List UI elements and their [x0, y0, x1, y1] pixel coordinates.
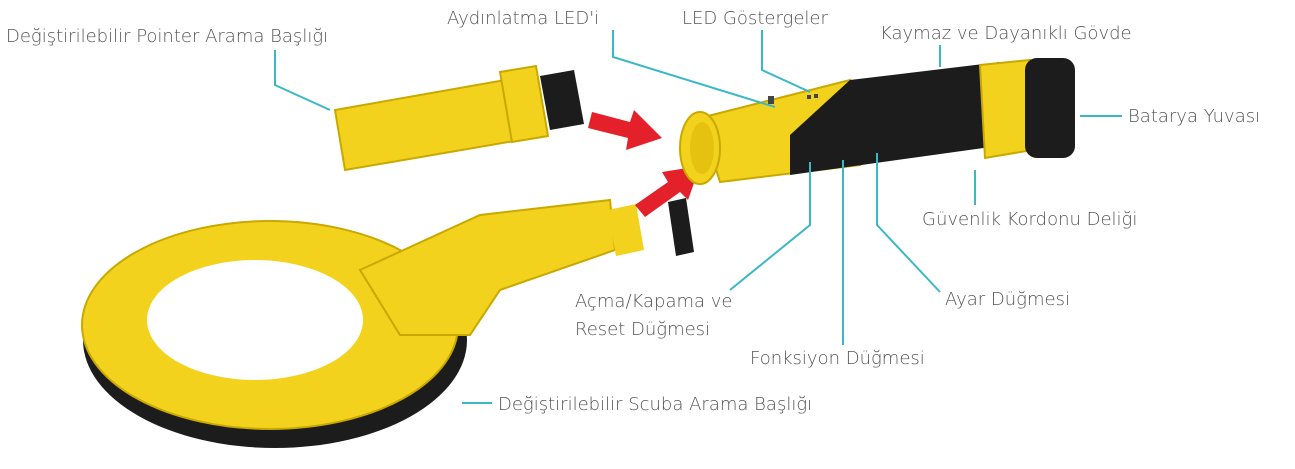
pinpointer-body [679, 58, 1075, 185]
label-lanyard: Güvenlik Kordonu Deliği [922, 209, 1137, 230]
label-battery: Batarya Yuvası [1128, 106, 1260, 127]
leader-pointer-head [274, 50, 331, 111]
label-power-line1: Açma/Kapama ve [575, 291, 733, 312]
label-led-indicators: LED Göstergeler [682, 8, 828, 29]
leader-power [729, 162, 811, 291]
insert-arrow-icon [588, 110, 700, 217]
label-power-line2: Reset Düğmesi [575, 319, 710, 340]
scuba-search-head [81, 198, 694, 448]
leader-settings [876, 153, 941, 293]
label-function-button: Fonksiyon Düğmesi [750, 348, 925, 369]
label-pointer-head: Değiştirilebilir Pointer Arama Başlığı [6, 26, 328, 47]
label-settings-button: Ayar Düğmesi [945, 289, 1070, 310]
leader-led-indicators [761, 30, 811, 93]
label-scuba-head: Değiştirilebilir Scuba Arama Başlığı [498, 394, 812, 415]
label-illumination-led: Aydınlatma LED'i [447, 8, 599, 29]
label-body: Kaymaz ve Dayanıklı Gövde [880, 23, 1132, 44]
pointer-search-head [333, 64, 584, 172]
leader-led [612, 30, 776, 108]
